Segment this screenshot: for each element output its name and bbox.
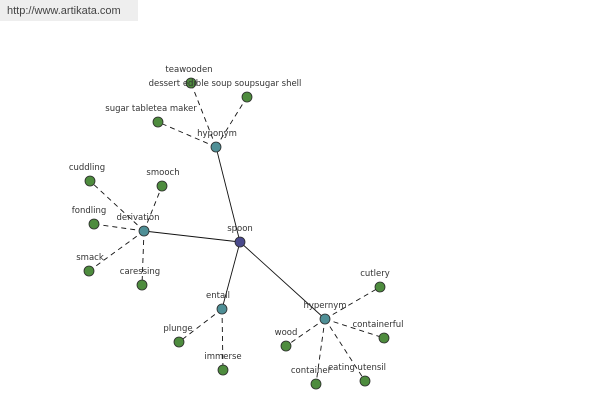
edge-hypernym-container (315, 318, 326, 385)
edge-derivation-smack (88, 230, 145, 272)
node-label-smooch: smooch (146, 168, 179, 178)
node-label-hyponym: hyponym (197, 129, 237, 139)
node-wood[interactable]: wood (275, 328, 298, 352)
node-label-wood: wood (275, 328, 298, 338)
node-sugar-tabletea-maker[interactable]: sugar tabletea maker (105, 104, 197, 128)
node-dot-smack[interactable] (83, 265, 95, 277)
node-cutlery[interactable]: cutlery (360, 269, 390, 293)
node-label-caressing: caressing (120, 267, 160, 277)
edge-hyponym-teawooden (190, 82, 217, 148)
node-label-smack: smack (76, 253, 104, 263)
edge-derivation-cuddling (89, 180, 145, 232)
node-derivation[interactable]: derivation (116, 213, 160, 237)
node-label-spoon: spoon (227, 224, 253, 234)
edge-entail-plunge (178, 308, 223, 343)
node-label-hypernym: hypernym (303, 301, 346, 311)
node-dessert-edible-soup-soupsugar-shell[interactable]: dessert edible soup soupsugar shell (149, 79, 302, 103)
node-dot-spoon[interactable] (234, 236, 246, 248)
node-label-cutlery: cutlery (360, 269, 390, 279)
url-link[interactable]: http://www.artikata.com (0, 0, 138, 21)
node-dot-plunge[interactable] (173, 336, 185, 348)
node-label-eating-utensil: eating utensil (328, 363, 386, 373)
node-smack[interactable]: smack (76, 253, 104, 277)
node-caressing[interactable]: caressing (120, 267, 160, 291)
node-dot-eating-utensil[interactable] (359, 375, 371, 387)
edge-hypernym-cutlery (324, 286, 381, 320)
node-dot-wood[interactable] (280, 340, 292, 352)
node-dot-sugar-tabletea-maker[interactable] (152, 116, 164, 128)
edge-hyponym-dessert-edible-soup-soupsugar-shell (215, 96, 248, 148)
edge-hypernym-containerful (324, 318, 385, 339)
node-label-cuddling: cuddling (69, 163, 105, 173)
node-dot-cutlery[interactable] (374, 281, 386, 293)
node-cuddling[interactable]: cuddling (69, 163, 105, 187)
node-hypernym[interactable]: hypernym (303, 301, 347, 325)
node-hyponym[interactable]: hyponym (197, 129, 237, 153)
edge-spoon-derivation (143, 230, 241, 243)
graph-nodes: spoon hyponym derivation entail hypernym teaw… (69, 65, 404, 390)
edge-hyponym-sugar-tabletea-maker (157, 121, 217, 148)
edge-spoon-hyponym (215, 146, 241, 243)
node-dot-container[interactable] (310, 378, 322, 390)
node-dot-dessert-edible-soup-soupsugar-shell[interactable] (241, 91, 253, 103)
edge-derivation-smooch (143, 185, 163, 232)
node-dot-containerful[interactable] (378, 332, 390, 344)
edge-hypernym-eating-utensil (324, 318, 366, 382)
edge-derivation-fondling (93, 223, 145, 232)
edge-spoon-hypernym (239, 241, 326, 320)
node-dot-derivation[interactable] (138, 225, 150, 237)
edge-spoon-entail (221, 241, 241, 310)
node-dot-fondling[interactable] (88, 218, 100, 230)
node-spoon[interactable]: spoon (227, 224, 253, 248)
node-label-sugar-tabletea-maker: sugar tabletea maker (105, 104, 197, 114)
node-dot-teawooden[interactable] (185, 77, 197, 89)
node-dot-smooch[interactable] (156, 180, 168, 192)
node-teawooden[interactable]: teawooden (165, 65, 213, 89)
edge-hypernym-wood (285, 318, 326, 347)
node-container[interactable]: container (291, 366, 332, 390)
node-label-containerful: containerful (352, 320, 403, 330)
node-label-plunge: plunge (163, 324, 192, 334)
edge-derivation-caressing (141, 230, 145, 286)
node-dot-entail[interactable] (216, 303, 228, 315)
node-dot-immerse[interactable] (217, 364, 229, 376)
node-label-container: container (291, 366, 332, 376)
node-label-immerse: immerse (204, 352, 241, 362)
node-dot-hyponym[interactable] (210, 141, 222, 153)
node-dot-hypernym[interactable] (319, 313, 331, 325)
node-label-dessert-edible-soup-soupsugar-shell: dessert edible soup soupsugar shell (149, 79, 302, 89)
node-entail[interactable]: entail (206, 291, 230, 315)
node-dot-cuddling[interactable] (84, 175, 96, 187)
node-eating-utensil[interactable]: eating utensil (328, 363, 386, 387)
node-plunge[interactable]: plunge (163, 324, 193, 348)
node-containerful[interactable]: containerful (352, 320, 404, 344)
node-immerse[interactable]: immerse (204, 352, 242, 376)
node-fondling[interactable]: fondling (72, 206, 106, 230)
edge-entail-immerse (221, 308, 224, 371)
node-dot-caressing[interactable] (136, 279, 148, 291)
node-label-fondling: fondling (72, 206, 106, 216)
node-smooch[interactable]: smooch (146, 168, 180, 192)
graph-edges (88, 82, 385, 385)
node-label-entail: entail (206, 291, 230, 301)
node-label-derivation: derivation (116, 213, 159, 223)
node-label-teawooden: teawooden (165, 65, 212, 75)
